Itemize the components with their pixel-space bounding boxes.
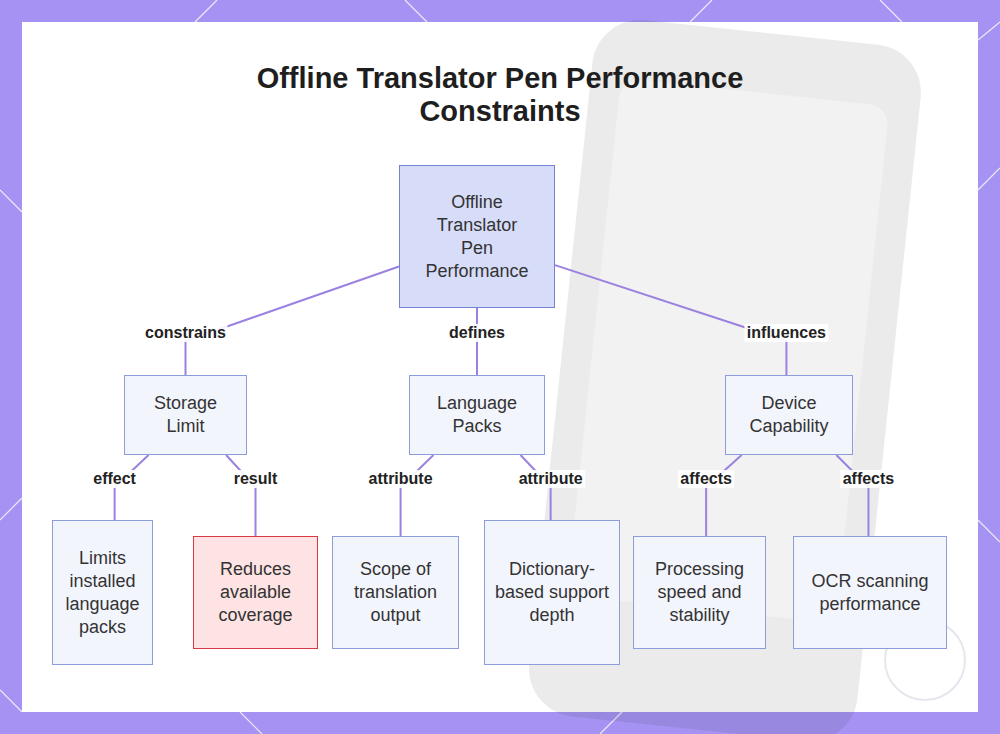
edge-label: defines <box>447 324 507 342</box>
connector-line <box>226 455 255 536</box>
box-text: Reduces available coverage <box>194 558 317 627</box>
edge-label: constrains <box>143 324 228 342</box>
connector-line <box>401 455 434 536</box>
concept-box: OCR scanning performance <box>793 536 947 649</box>
concept-box: Device Capability <box>725 375 853 455</box>
box-text: Storage Limit <box>125 392 246 438</box>
diagram-title: Offline Translator Pen Performance Const… <box>210 62 790 128</box>
edge-label: influences <box>745 324 828 342</box>
concept-box: Scope of translation output <box>332 536 459 649</box>
connector-line <box>836 455 868 536</box>
edge-label: affects <box>678 470 734 488</box>
edge-label: result <box>232 470 280 488</box>
concept-box: Storage Limit <box>124 375 247 455</box>
box-text: Offline Translator Pen Performance <box>417 191 537 283</box>
panel <box>22 22 978 712</box>
edge-label: affects <box>841 470 897 488</box>
concept-box: Language Packs <box>409 375 545 455</box>
edge-label: attribute <box>367 470 435 488</box>
connector-line <box>186 267 400 375</box>
box-text: Dictionary-based support depth <box>485 558 619 627</box>
connector-line <box>555 265 786 375</box>
concept-box: Dictionary-based support depth <box>484 520 620 665</box>
connector-line <box>706 455 741 536</box>
box-text: Scope of translation output <box>333 558 458 627</box>
box-text: Processing speed and stability <box>634 558 765 627</box>
concept-box: Reduces available coverage <box>193 536 318 649</box>
box-text: OCR scanning performance <box>794 570 946 616</box>
box-text: Device Capability <box>726 392 852 438</box>
concept-box: Processing speed and stability <box>633 536 766 649</box>
edge-label: effect <box>91 470 138 488</box>
box-text: Language Packs <box>410 392 544 438</box>
box-text: Limits installed language packs <box>53 547 152 639</box>
root-box: Offline Translator Pen Performance <box>399 165 555 308</box>
edge-label: attribute <box>517 470 585 488</box>
concept-box: Limits installed language packs <box>52 520 153 665</box>
